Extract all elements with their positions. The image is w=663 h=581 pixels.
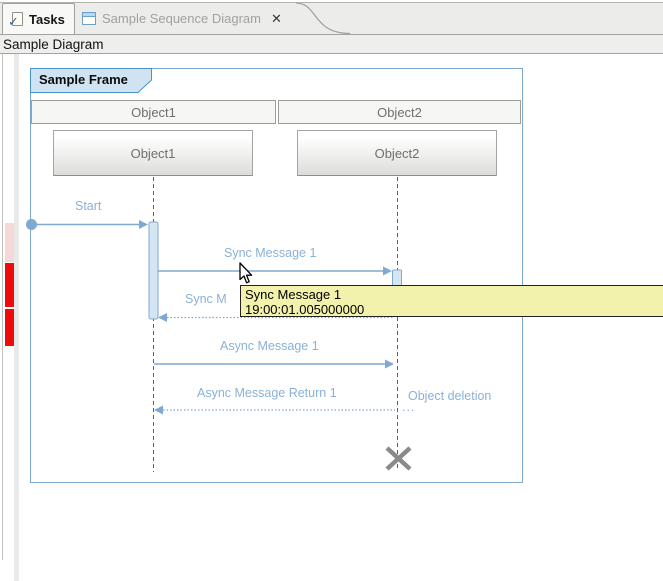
tab-bar: ✓ Tasks Sample Sequence Diagram ✕	[0, 0, 663, 35]
object2-box[interactable]: Object2	[297, 130, 497, 176]
tab-tasks-label: Tasks	[29, 12, 65, 27]
time-compression-bar[interactable]	[14, 54, 19, 581]
sync-message-2-label-partial[interactable]: Sync M	[185, 292, 227, 306]
async-message-1-label[interactable]: Async Message 1	[220, 339, 319, 353]
object2-box-label: Object2	[375, 146, 420, 161]
tooltip-title: Sync Message 1	[245, 287, 663, 302]
tooltip: Sync Message 1 19:00:01.005000000	[240, 285, 663, 317]
object2-header-label: Object2	[377, 105, 422, 120]
close-icon[interactable]: ✕	[271, 12, 282, 25]
time-marker-red-2[interactable]	[5, 309, 14, 346]
tab-sample-sequence-diagram[interactable]: Sample Sequence Diagram ✕	[76, 3, 295, 34]
time-marker-red-1[interactable]	[5, 263, 14, 307]
object-deletion-label[interactable]: Object deletion	[408, 389, 491, 403]
tab-sequence-label: Sample Sequence Diagram	[102, 11, 261, 26]
object1-header-label: Object1	[131, 105, 176, 120]
tooltip-timestamp: 19:00:01.005000000	[245, 302, 663, 317]
tasks-icon: ✓	[9, 12, 24, 27]
object1-box-label: Object1	[131, 146, 176, 161]
ellipsis-label: ...	[402, 400, 415, 414]
sequence-diagram-icon	[82, 12, 96, 25]
tab-curve-decoration	[288, 2, 358, 35]
tab-tasks[interactable]: ✓ Tasks	[2, 3, 75, 34]
start-message-label[interactable]: Start	[75, 199, 101, 213]
sequence-diagram-canvas[interactable]: Sample Frame Object1 Object2 Object1 Obj…	[0, 54, 663, 581]
object2-header[interactable]: Object2	[278, 100, 521, 124]
sync-message-1-label[interactable]: Sync Message 1	[224, 246, 316, 260]
object1-box[interactable]: Object1	[53, 130, 253, 176]
ruler-border-line	[2, 54, 3, 560]
object1-header[interactable]: Object1	[31, 100, 276, 124]
view-title: Sample Diagram	[0, 37, 104, 52]
view-header: Sample Diagram	[0, 35, 663, 54]
frame-title: Sample Frame	[39, 72, 128, 87]
time-marker-pink[interactable]	[5, 223, 14, 262]
mouse-cursor	[236, 262, 254, 286]
async-message-return-1-label[interactable]: Async Message Return 1	[197, 386, 337, 400]
